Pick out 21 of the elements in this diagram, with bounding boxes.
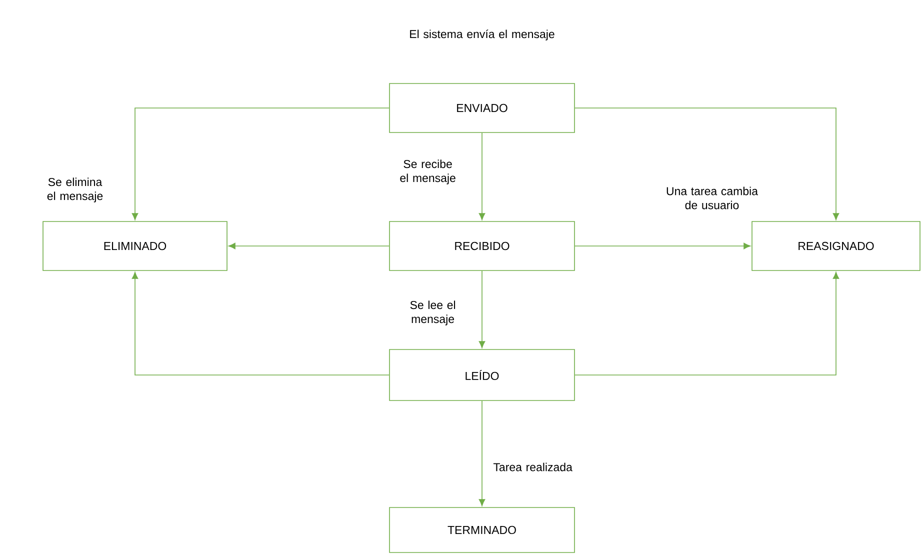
- arrow: [574, 272, 840, 376]
- arrow: [478, 270, 486, 348]
- arrow: [478, 400, 486, 506]
- state-box: RECIBIDO: [389, 221, 575, 271]
- arrow: [574, 242, 751, 250]
- note-text: El sistema envía el mensaje: [410, 30, 554, 40]
- edge-label: Una tarea cambia de usuario: [666, 186, 758, 210]
- edge-label: Se elimina el mensaje: [47, 178, 103, 202]
- edge-label: Se lee el mensaje: [410, 300, 456, 326]
- state-box: TERMINADO: [389, 507, 575, 553]
- state-box: REASIGNADO: [752, 221, 920, 271]
- arrow: [478, 132, 486, 220]
- state-box: LEÍDO: [389, 349, 575, 401]
- state-box: ENVIADO: [389, 83, 575, 133]
- arrow: [132, 272, 390, 376]
- state-box: ELIMINADO: [42, 221, 228, 271]
- arrow: [132, 108, 390, 220]
- arrow: [574, 108, 840, 220]
- edge-label: Se recibe el mensaje: [400, 160, 456, 184]
- arrow: [228, 242, 390, 250]
- edge-label: Tarea realizada: [493, 462, 572, 472]
